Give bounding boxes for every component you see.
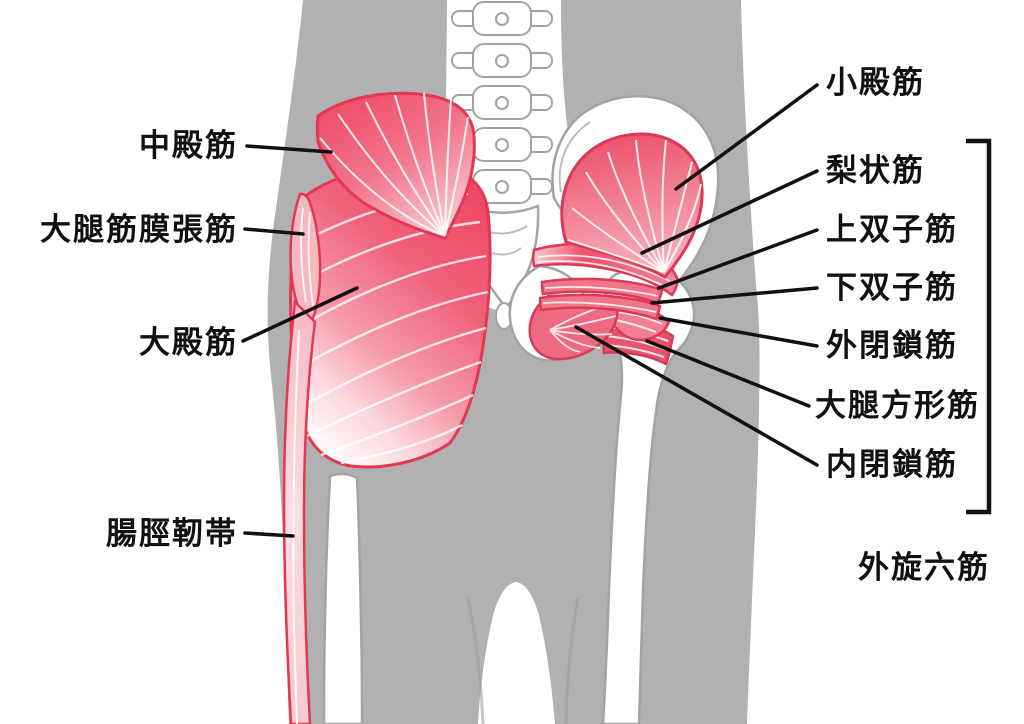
leader-obturator-externus <box>658 316 819 348</box>
label-gluteus-minimus: 小殿筋 <box>826 65 925 100</box>
leader-obturator-internus <box>574 325 819 467</box>
leader-gluteus-minimus <box>674 83 819 191</box>
gluteus-medius-muscle <box>315 91 476 240</box>
label-tensor-fasciae-latae: 大腿筋膜張筋 <box>40 212 238 247</box>
label-inferior-gemellus: 下双子筋 <box>826 270 958 305</box>
leader-quadratus-femoris <box>645 339 811 408</box>
label-piriformis: 梨状筋 <box>826 153 925 188</box>
leader-iliotibial-tract <box>243 531 295 538</box>
rotator-group-bracket <box>966 138 992 515</box>
leader-gluteus-medius <box>245 144 333 154</box>
label-superior-gemellus: 上双子筋 <box>826 212 958 247</box>
femur-left <box>322 472 364 724</box>
leader-gluteus-maximus <box>241 286 359 343</box>
iliotibial-band-shape <box>282 299 317 724</box>
leader-tensor-fasciae-latae <box>243 227 305 236</box>
inner-thigh-creases <box>466 597 580 724</box>
inferior-gemellus-muscle <box>538 293 662 321</box>
label-gluteus-medius: 中殿筋 <box>139 128 238 163</box>
label-gluteus-maximus: 大殿筋 <box>139 325 238 360</box>
label-iliotibial-tract: 腸脛靭帯 <box>106 516 238 551</box>
label-obturator-internus: 内閉鎖筋 <box>826 447 958 482</box>
label-external-rotator-group: 外旋六筋 <box>858 550 990 585</box>
leader-superior-gemellus <box>657 228 819 290</box>
label-obturator-externus: 外閉鎖筋 <box>826 328 958 363</box>
leader-inferior-gemellus <box>650 286 819 305</box>
lumbar-spine <box>451 1 553 204</box>
label-quadratus-femoris: 大腿方形筋 <box>815 388 980 423</box>
leader-piriformis <box>640 169 819 255</box>
tensor-fasciae-latae-muscle <box>289 192 322 327</box>
